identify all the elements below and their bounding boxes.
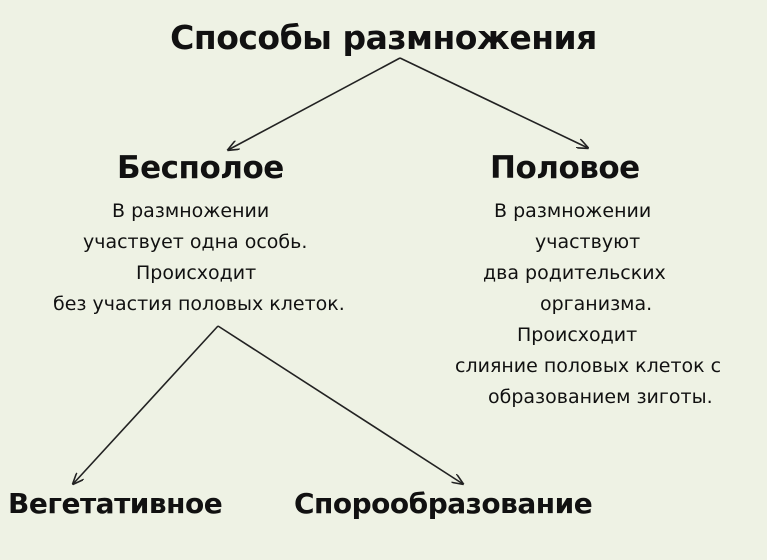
- asexual-line: Происходит: [136, 262, 257, 284]
- sexual-line: участвуют: [535, 231, 641, 253]
- sexual-line: Происходит: [517, 324, 638, 346]
- asexual-line: без участия половых клеток.: [53, 293, 345, 315]
- arrow-to-sexual: [399, 57, 588, 148]
- arrow-to-sporulation: [217, 325, 463, 484]
- sexual-line: два родительских: [483, 262, 666, 284]
- sexual-line: В размножении: [494, 200, 652, 222]
- asexual-heading: Бесполое: [117, 150, 284, 186]
- sexual-line: организма.: [540, 293, 653, 315]
- asexual-line: участвует одна особь.: [83, 231, 308, 253]
- asexual-line: В размножении: [112, 200, 270, 222]
- arrow-to-asexual: [228, 57, 401, 150]
- sexual-line: слияние половых клеток с: [455, 355, 722, 377]
- sexual-line: образованием зиготы.: [488, 386, 713, 408]
- sexual-heading: Половое: [490, 150, 640, 186]
- arrow-to-vegetative: [73, 325, 219, 484]
- sporulation-label: Спорообразование: [294, 487, 593, 520]
- diagram-title: Способы размножения: [170, 18, 597, 57]
- vegetative-label: Вегетативное: [8, 487, 223, 520]
